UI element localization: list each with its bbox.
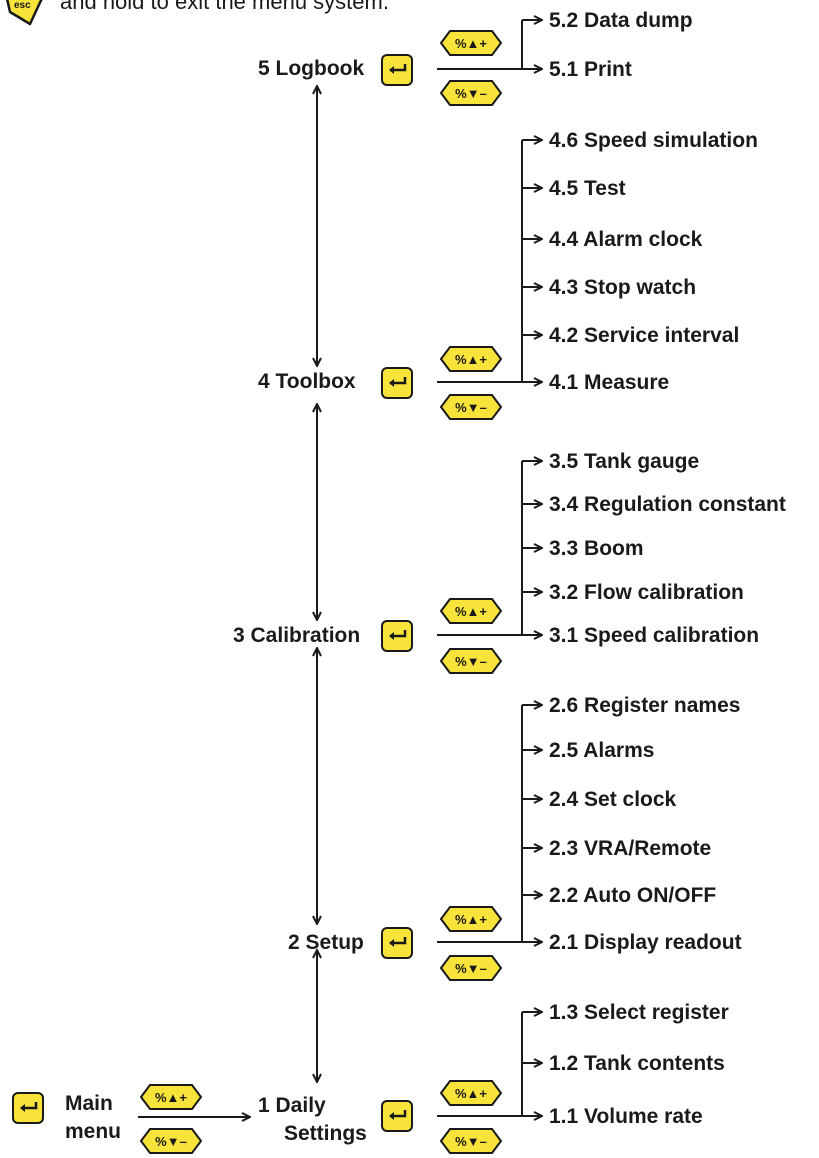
svg-text:%▲+: %▲+ [455,1086,487,1101]
submenu-item[interactable]: 2.5 Alarms [549,739,655,762]
submenu-item[interactable]: 1.2 Tank contents [549,1052,725,1075]
menu-5-label: 5 Logbook [258,57,365,80]
menu-2-label: 2 Setup [288,931,364,954]
svg-text:%▼–: %▼– [455,86,487,101]
submenu-item[interactable]: 5.1 Print [549,58,632,81]
menu-3-label: 3 Calibration [233,624,361,647]
main-menu-label: Main [65,1092,113,1115]
submenu-item[interactable]: 2.4 Set clock [549,788,677,811]
submenu-item[interactable]: 3.4 Regulation constant [549,493,786,516]
down-key[interactable]: %▼– [440,1128,502,1154]
submenu-item[interactable]: 3.2 Flow calibration [549,581,744,604]
up-key[interactable]: %▲+ [440,1080,502,1106]
up-key[interactable]: %▲+ [440,598,502,624]
enter-key-icon[interactable] [12,1092,44,1124]
esc-key-icon: esc [6,0,43,26]
enter-key-icon[interactable] [381,1100,413,1132]
submenu-item[interactable]: 4.6 Speed simulation [549,129,758,152]
down-key[interactable]: %▼– [440,394,502,420]
down-key[interactable]: %▼– [440,80,502,106]
enter-key-icon[interactable] [381,367,413,399]
svg-text:%▲+: %▲+ [455,604,487,619]
submenu-item[interactable]: 4.2 Service interval [549,324,740,347]
submenu-item[interactable]: 4.3 Stop watch [549,276,697,299]
enter-key-icon[interactable] [381,927,413,959]
down-key[interactable]: %▼– [140,1128,202,1154]
up-key[interactable]: %▲+ [440,346,502,372]
up-key[interactable]: %▲+ [440,30,502,56]
submenu-item[interactable]: 4.1 Measure [549,371,670,394]
down-key[interactable]: %▼– [440,955,502,981]
submenu-item[interactable]: 2.1 Display readout [549,931,742,954]
exit-instruction: and hold to exit the menu system. [60,0,389,14]
svg-text:%▼–: %▼– [455,1134,487,1149]
enter-key-icon[interactable] [381,54,413,86]
svg-text:%▲+: %▲+ [455,36,487,51]
submenu-item[interactable]: 3.5 Tank gauge [549,450,700,473]
menu-1-label-2: Settings [284,1122,367,1145]
submenu-item[interactable]: 5.2 Data dump [549,9,693,32]
svg-text:%▼–: %▼– [455,400,487,415]
submenu-item[interactable]: 2.3 VRA/Remote [549,837,712,860]
svg-text:%▼–: %▼– [455,961,487,976]
submenu-item[interactable]: 4.4 Alarm clock [549,228,703,251]
svg-text:esc: esc [14,0,31,11]
up-key[interactable]: %▲+ [440,906,502,932]
menu-1-label: 1 Daily [258,1094,326,1117]
submenu-item[interactable]: 1.3 Select register [549,1001,729,1024]
menu-4-label: 4 Toolbox [258,370,356,393]
svg-text:%▲+: %▲+ [455,352,487,367]
submenu-item[interactable]: 1.1 Volume rate [549,1105,703,1128]
submenu-item[interactable]: 2.2 Auto ON/OFF [549,884,717,907]
main-menu-label-2: menu [65,1120,122,1143]
svg-text:%▲+: %▲+ [155,1090,187,1105]
submenu-item[interactable]: 3.1 Speed calibration [549,624,760,647]
enter-key-icon[interactable] [381,620,413,652]
up-key[interactable]: %▲+ [140,1084,202,1110]
submenu-item[interactable]: 2.6 Register names [549,694,741,717]
svg-text:%▼–: %▼– [455,654,487,669]
submenu-item[interactable]: 3.3 Boom [549,537,644,560]
svg-text:%▼–: %▼– [155,1134,187,1149]
down-key[interactable]: %▼– [440,648,502,674]
submenu-item[interactable]: 4.5 Test [549,177,626,200]
svg-text:%▲+: %▲+ [455,912,487,927]
